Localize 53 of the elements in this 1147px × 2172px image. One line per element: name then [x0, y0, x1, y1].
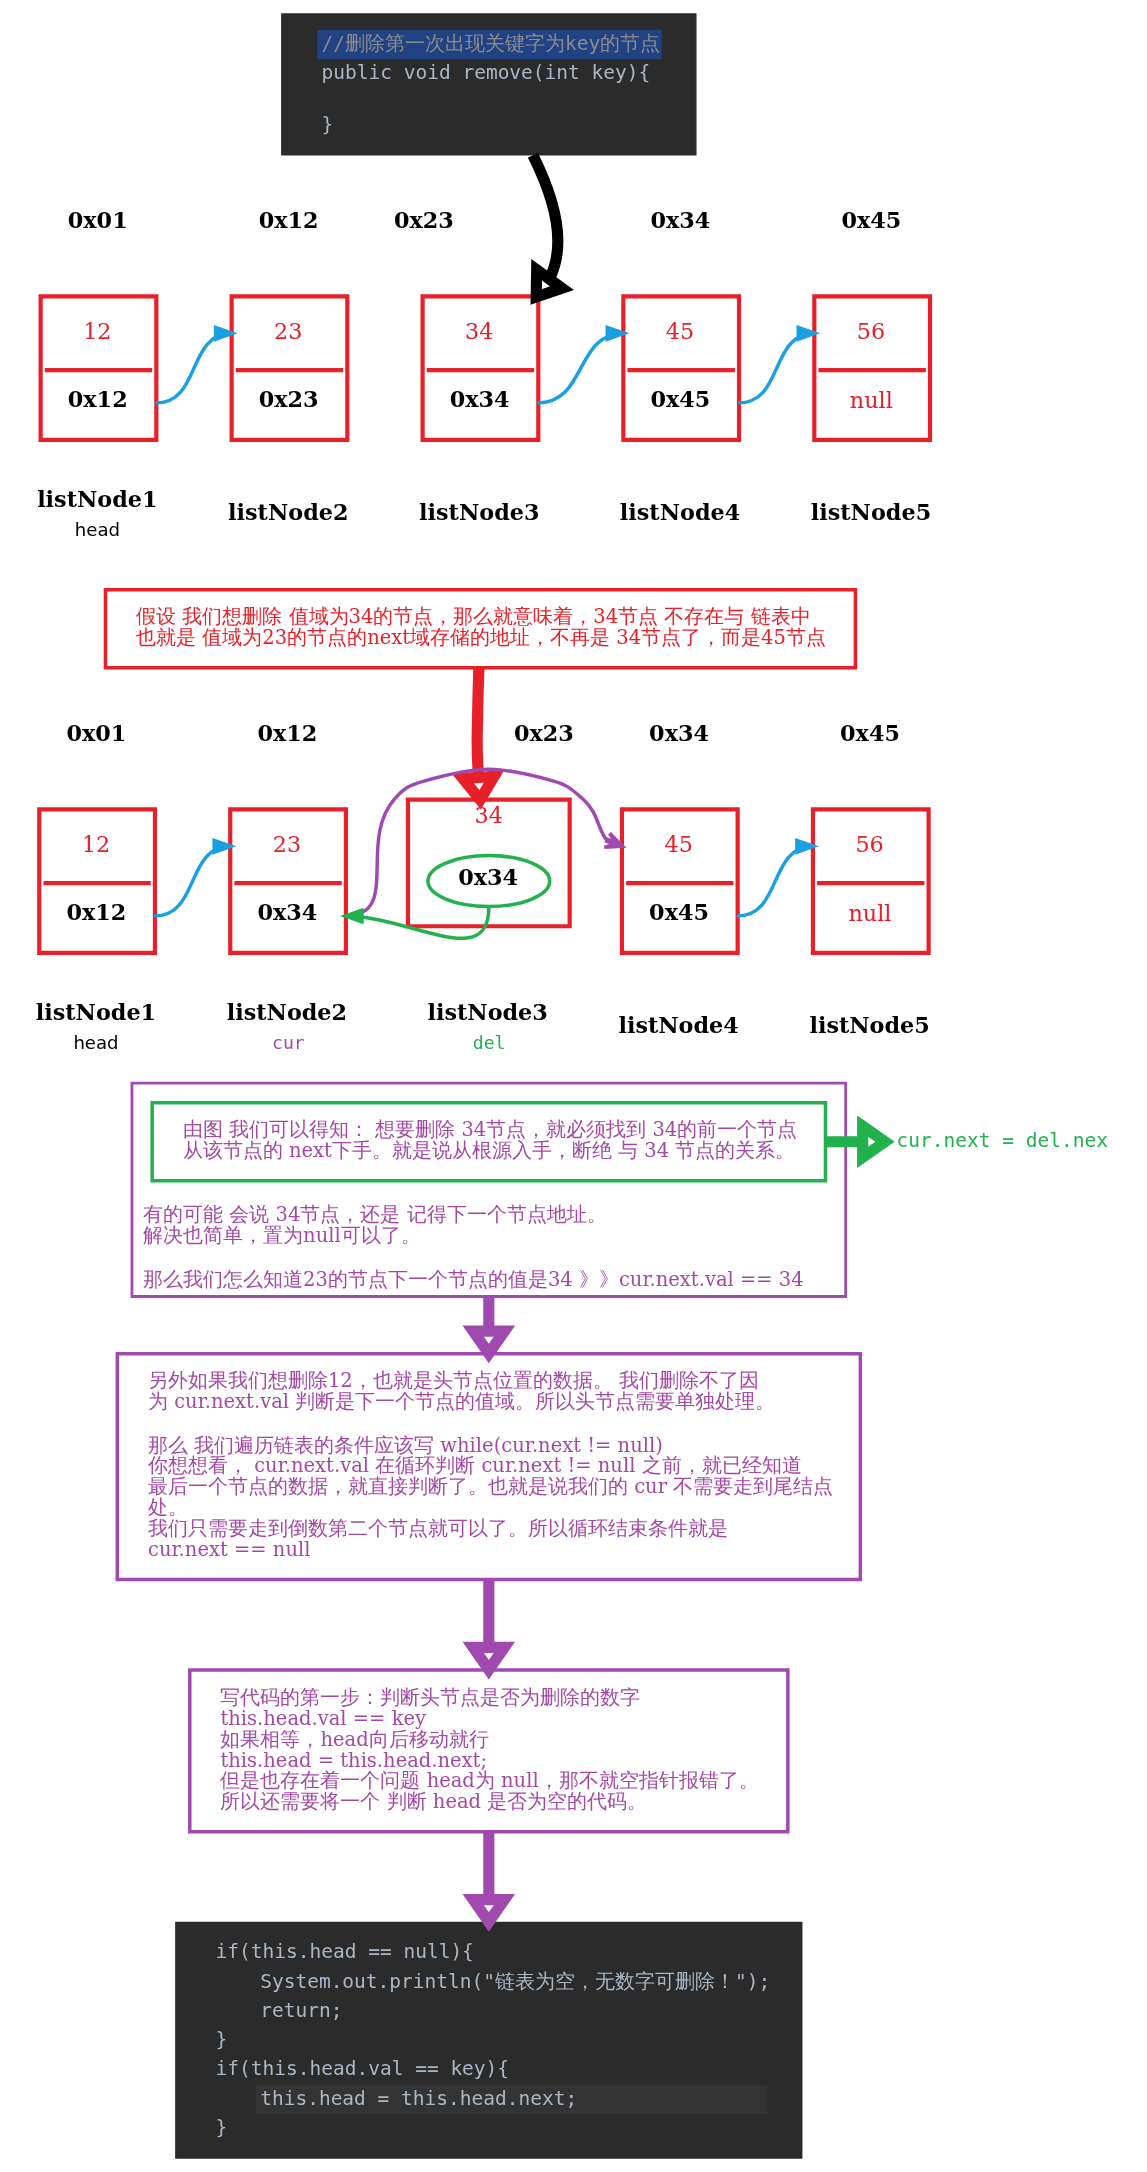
- node-label: listNode2: [228, 498, 349, 525]
- node-label: 0x45: [840, 720, 900, 747]
- node-box: 12 0x12: [37, 807, 158, 955]
- node-box: 另外如果我们想删除12，也就是头节点位置的数据。 我们删除不了因为 cur.next.val 判断是下一个节点的值域。所以头节点需要单独处理。 那么 我们遍历链表的条件应该写 while(cur.next != null) 你想想看， cur.next.val 在循环判断 cur.next != null 之前，就已经知道最后一个节点的数据，就直接判断了。也就是说我们的 cur 不需要走到尾结点处。 我们只需要走到倒数第二个节点就可以了。所以循环结束条件就是cur.next == null: [115, 1351, 863, 1582]
- node-label: listNode5: [810, 498, 932, 525]
- node-label: listNode4: [618, 1011, 739, 1038]
- arrow: [738, 325, 821, 405]
- arrow: [451, 667, 505, 810]
- node-label: 0x12: [258, 207, 319, 234]
- node-label: listNode4: [619, 498, 741, 525]
- node-box: //删除第一次出现关键字为key的节点 public void remove(int key){ }: [281, 13, 697, 156]
- node-label: 0x12: [257, 720, 318, 747]
- node-label: head: [74, 518, 121, 540]
- node-label: head: [73, 1031, 119, 1053]
- node-label: 0x23: [394, 207, 454, 234]
- node-box: 45 0x45: [619, 807, 740, 955]
- node-box: 23 0x34: [228, 807, 348, 955]
- node-box: 45 0x45: [621, 294, 742, 442]
- node-label: 0x01: [66, 720, 127, 747]
- node-label: del: [472, 1031, 506, 1053]
- node-label: 0x45: [841, 207, 902, 234]
- arrow: [462, 1579, 516, 1680]
- node-label: listNode1: [37, 486, 158, 513]
- node-label: 0x34: [649, 720, 709, 747]
- arrow: [155, 325, 238, 405]
- node-ellipse: 0x34: [426, 853, 552, 909]
- arrow: [462, 1296, 516, 1364]
- node-box: 56 null: [810, 807, 931, 955]
- node-box: 23 0x23: [229, 294, 350, 442]
- node-label: listNode1: [35, 999, 157, 1026]
- node-label: cur: [272, 1031, 305, 1053]
- arrow: [339, 907, 491, 940]
- node-label: listNode5: [809, 1011, 930, 1038]
- arrow: [825, 1115, 895, 1169]
- arrow: [154, 838, 237, 918]
- node-label: listNode2: [226, 999, 348, 1026]
- node-label: 0x34: [650, 207, 711, 234]
- arrow: [736, 838, 819, 918]
- node-box: 由图 我们可以得知： 想要删除 34节点，就必须找到 34的前一个节点从该节点的 next下手。就是说从根源入手，断绝 与 34 节点的关系。: [150, 1101, 828, 1183]
- node-label: listNode3: [427, 999, 548, 1026]
- node-box: 写代码的第一步：判断头节点是否为删除的数字 this.head.val == key 如果相等，head向后移动就行 this.head = this.head.next; 但是也存在着一个问题 head为 null，那不就空指针报错了。 所以还需要将一个 判断 head 是否为空的代码。: [188, 1668, 790, 1834]
- node-text: cur.next = del.nex: [896, 1128, 1108, 1152]
- node-box: 34 0x34: [420, 294, 541, 442]
- node-box: 假设 我们想删除 值域为34的节点，那么就意味着，34节点 不存在与 链表中也就是 值域为23的节点的next域存储的地址，不再是 34节点了，而是45节点: [103, 588, 858, 670]
- arrow: [527, 152, 574, 305]
- node-label: 0x23: [513, 720, 574, 747]
- arrow: [537, 325, 630, 405]
- node-box: if(this.head == null){ System.out.println("链表为空，无数字可删除！"); return; } if(this.head.val == key){ this.head = this.head.next; }: [175, 1921, 803, 2159]
- node-box: 56 null: [812, 294, 933, 442]
- arrow: [462, 1832, 516, 1932]
- node-label: listNode3: [419, 498, 540, 525]
- node-box: 12 0x12: [38, 294, 159, 442]
- node-label: 0x01: [67, 207, 128, 234]
